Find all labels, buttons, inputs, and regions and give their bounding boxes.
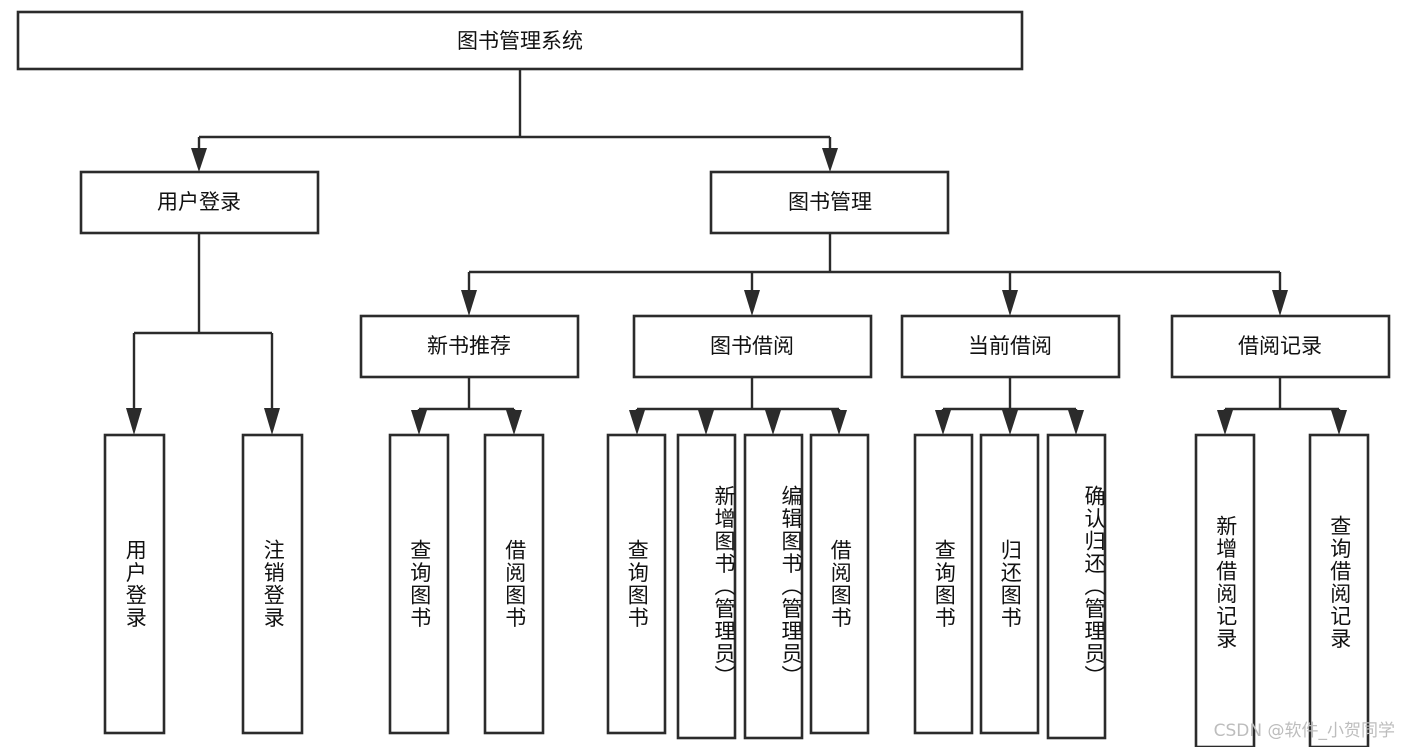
arrow-root-to-book-manage (822, 148, 838, 172)
arrow-user-login-leaf-1 (126, 408, 142, 435)
node-label-user-login: 用户登录 (157, 190, 241, 214)
arrow-to-new-book-recommend (461, 290, 477, 316)
node-box-leaf-edit-book[interactable] (743, 433, 804, 740)
node-box-leaf-query-book-3[interactable] (913, 433, 974, 735)
node-label-book-borrow: 图书借阅 (710, 334, 794, 358)
node-box-leaf-query-book-2[interactable] (606, 433, 667, 735)
arrow-to-book-borrow (744, 290, 760, 316)
node-box-leaf-query-record[interactable] (1308, 433, 1370, 747)
arrow-root-to-user-login (191, 148, 207, 172)
arrow-bb-leaf-3 (765, 410, 781, 435)
node-box-new-book-recommend[interactable] (359, 314, 580, 379)
arrow-bb-leaf-2 (698, 410, 714, 435)
arrow-cb-leaf-3 (1068, 410, 1084, 435)
node-label-root: 图书管理系统 (457, 29, 583, 53)
node-box-leaf-user-login[interactable] (103, 433, 166, 735)
node-box-leaf-add-record[interactable] (1194, 433, 1256, 747)
node-label-book-manage: 图书管理 (788, 190, 872, 214)
nodes-layer: 图书管理系统 用户登录 图书管理 新书推荐 图书借阅 当前借阅 借阅记录 (16, 10, 1391, 747)
node-box-user-login[interactable] (79, 170, 320, 235)
arrow-nbr-leaf-2 (506, 410, 522, 435)
node-box-leaf-add-book[interactable] (676, 433, 737, 740)
node-box-leaf-user-logout[interactable] (241, 433, 304, 735)
node-label-current-borrow: 当前借阅 (968, 334, 1052, 358)
node-box-leaf-borrow-book-2[interactable] (809, 433, 870, 735)
node-label-new-book-recommend: 新书推荐 (427, 334, 511, 358)
arrow-cb-leaf-1 (935, 410, 951, 435)
node-box-leaf-borrow-book-1[interactable] (483, 433, 545, 735)
node-box-root[interactable] (16, 10, 1024, 71)
arrow-bb-leaf-4 (831, 410, 847, 435)
edges-layer (126, 69, 1347, 435)
node-box-book-borrow[interactable] (632, 314, 873, 379)
arrow-br-leaf-2 (1331, 410, 1347, 435)
node-box-book-manage[interactable] (709, 170, 950, 235)
arrow-br-leaf-1 (1217, 410, 1233, 435)
arrow-to-borrow-record (1272, 290, 1288, 316)
node-box-borrow-record[interactable] (1170, 314, 1391, 379)
node-label-borrow-record: 借阅记录 (1238, 334, 1322, 358)
node-box-leaf-query-book-1[interactable] (388, 433, 450, 735)
arrow-nbr-leaf-1 (411, 410, 427, 435)
arrow-bb-leaf-1 (629, 410, 645, 435)
node-box-current-borrow[interactable] (900, 314, 1121, 379)
arrow-to-current-borrow (1002, 290, 1018, 316)
arrow-cb-leaf-2 (1002, 410, 1018, 435)
watermark-label: CSDN @软件_小贺同学 (1213, 721, 1395, 741)
arrow-user-login-leaf-2 (264, 408, 280, 435)
node-box-leaf-return-book[interactable] (979, 433, 1040, 735)
node-box-leaf-confirm-return[interactable] (1046, 433, 1107, 740)
